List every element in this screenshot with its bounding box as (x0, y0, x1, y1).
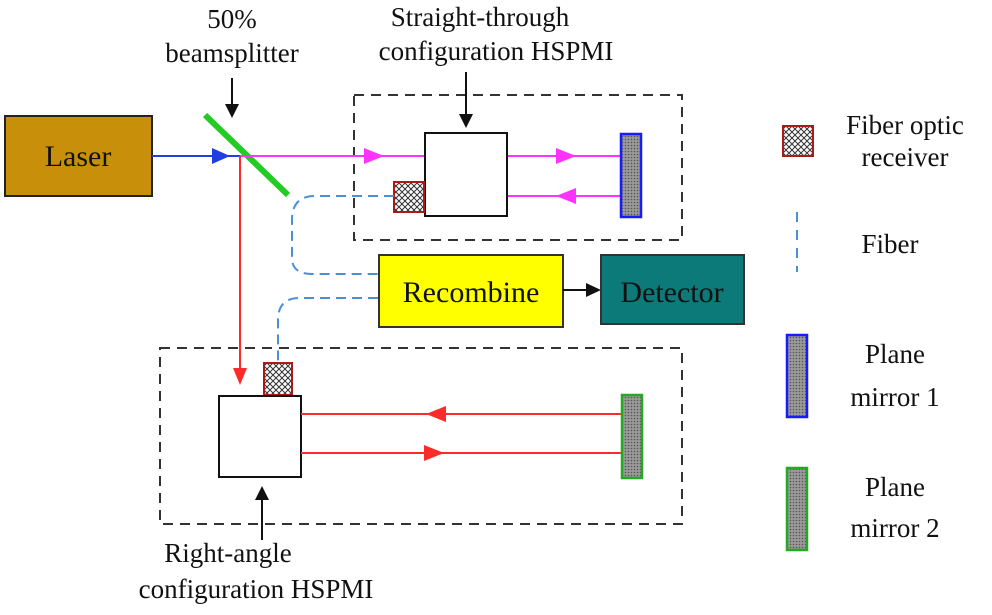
magenta-arrow-3 (556, 188, 576, 204)
magenta-arrow-2 (556, 148, 576, 164)
legend-fiber-receiver-symbol (782, 125, 814, 157)
right-angle-hspmi-box (218, 395, 302, 478)
legend-fiber-label: Fiber (862, 229, 919, 259)
straight-through-pointer-arrow (459, 114, 473, 128)
plane-mirror-1 (619, 132, 643, 219)
fiber-bottom (277, 297, 378, 364)
straight-through-label-line1: Straight-through (391, 2, 570, 32)
right-angle-label-line1: Right-angle (164, 538, 291, 568)
blue-beam-arrow (212, 148, 230, 164)
legend-mirror2-line1: Plane (865, 472, 925, 502)
straight-through-label-line2: configuration HSPMI (379, 36, 614, 66)
legend-plane-mirror-2-symbol (785, 466, 809, 552)
legend-mirror1-line1: Plane (865, 339, 925, 369)
detector-label: Detector (620, 276, 723, 309)
straight-through-enclosure (353, 94, 683, 241)
legend-fiber-receiver-line2: receiver (862, 142, 949, 172)
fiber-optic-receiver-bottom (263, 362, 293, 396)
recombine-to-detector-arrow (586, 283, 601, 297)
recombine-label: Recombine (403, 276, 540, 309)
legend-plane-mirror-1-symbol (785, 333, 809, 419)
fiber-optic-receiver-top (393, 181, 425, 213)
beamsplitter-label-line1: 50% (207, 4, 257, 34)
legend-mirror2-line2: mirror 2 (850, 513, 939, 543)
right-angle-pointer-arrow (255, 486, 269, 500)
legend-fiber-receiver-line1: Fiber optic (846, 110, 964, 140)
red-arrow-left (426, 406, 446, 422)
legend-mirror1-line2: mirror 1 (850, 382, 939, 412)
right-angle-label-line2: configuration HSPMI (139, 574, 374, 604)
red-beam-down-arrow (233, 368, 247, 385)
laser-label: Laser (45, 140, 112, 173)
beamsplitter-pointer-arrow (225, 104, 239, 118)
beamsplitter-label-line2: beamsplitter (165, 38, 298, 68)
red-arrow-right (424, 445, 444, 461)
straight-through-hspmi-box (424, 132, 508, 217)
right-angle-enclosure (159, 347, 683, 525)
detector-box (600, 254, 745, 325)
magenta-arrow-1 (364, 148, 384, 164)
fiber-top (291, 195, 394, 275)
recombine-box (378, 254, 564, 328)
plane-mirror-2 (620, 393, 644, 480)
